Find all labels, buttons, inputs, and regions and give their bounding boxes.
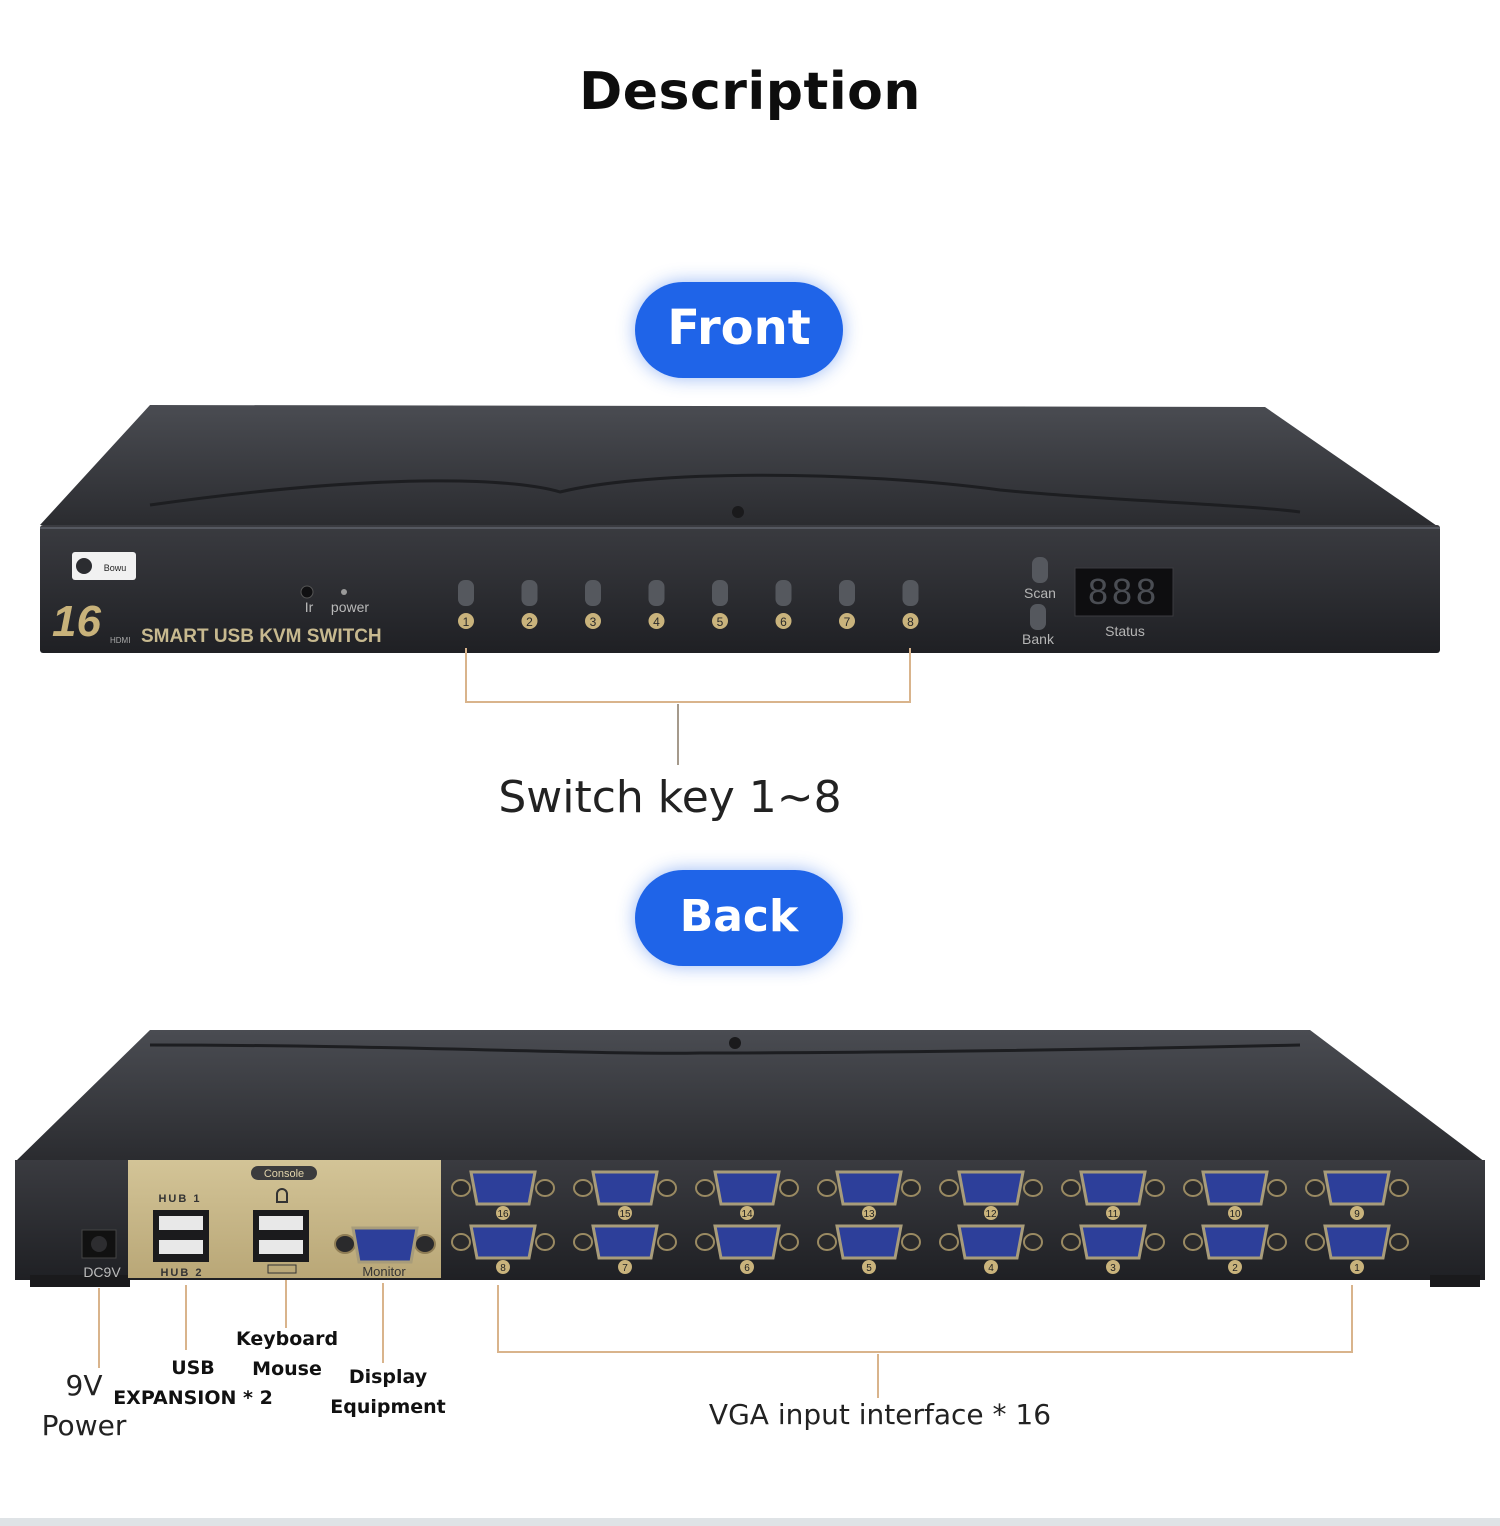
back-section-badge: Back — [635, 870, 843, 966]
status-label: Status — [1105, 623, 1145, 639]
vga-port-label: 5 — [866, 1263, 872, 1274]
ir-label: Ir — [305, 599, 314, 615]
vga-port-10[interactable]: 10 — [1183, 1170, 1287, 1220]
vga-port-label: 10 — [1229, 1209, 1241, 1220]
vga-port-label: 2 — [1232, 1263, 1238, 1274]
power-led-icon — [341, 589, 347, 595]
vga-port-label: 14 — [741, 1209, 753, 1220]
vga-port-label: 1 — [1354, 1263, 1360, 1274]
switch-key-label: 8 — [907, 615, 914, 629]
keyboard-mouse-callout: Keyboard Mouse — [228, 1324, 346, 1384]
vga-port-label: 9 — [1354, 1209, 1360, 1220]
vga-port-1[interactable]: 1 — [1305, 1224, 1409, 1274]
monitor-label: Monitor — [362, 1264, 406, 1279]
power-label: power — [331, 599, 369, 615]
vga-port-label: 15 — [619, 1209, 631, 1220]
switch-key-label: 6 — [780, 615, 787, 629]
hub2-label: HUB 2 — [160, 1267, 203, 1279]
switch-key-6[interactable]: 6 — [775, 580, 792, 629]
brand-logo-text: Bowu — [104, 563, 127, 573]
model-name: SMART USB KVM SWITCH — [141, 626, 382, 647]
port-count-badge: 16 — [52, 597, 101, 646]
vga-port-11[interactable]: 11 — [1061, 1170, 1165, 1220]
switch-key-callout-bracket — [465, 648, 911, 703]
front-section-badge: Front — [635, 282, 843, 378]
switch-key-label: 5 — [717, 615, 724, 629]
switch-key-label: 3 — [590, 615, 597, 629]
vga-port-label: 11 — [1108, 1209, 1119, 1220]
ir-sensor-icon — [300, 585, 314, 599]
vga-port-4[interactable]: 4 — [939, 1224, 1043, 1274]
vga-ports-group: 16 15 14 13 12 11 10 9 8 7 6 5 4 3 2 1 — [451, 1170, 1409, 1274]
status-display — [1074, 567, 1174, 617]
brand-logo — [72, 552, 136, 580]
mouse-icon — [276, 1188, 288, 1203]
usb-callout-line1: USB — [171, 1357, 215, 1379]
vga-callout-bracket — [497, 1285, 1353, 1353]
switch-key-label: 4 — [653, 615, 660, 629]
display-callout-line2: Equipment — [330, 1396, 446, 1418]
vga-port-label: 4 — [988, 1263, 994, 1274]
vga-port-6[interactable]: 6 — [695, 1224, 799, 1274]
vga-port-label: 13 — [863, 1209, 875, 1220]
monitor-vga-port[interactable] — [334, 1226, 436, 1264]
dc-label: DC9V — [83, 1264, 121, 1280]
switch-key-label: 7 — [844, 615, 851, 629]
vga-callout: VGA input interface * 16 — [708, 1398, 1052, 1431]
km-callout-line1: Keyboard — [235, 1328, 339, 1350]
front-screw-icon — [732, 506, 744, 518]
switch-key-3[interactable]: 3 — [585, 580, 601, 629]
hub1-label: HUB 1 — [158, 1193, 201, 1205]
switch-key-callout: Switch key 1~8 — [498, 772, 842, 823]
vga-port-12[interactable]: 12 — [939, 1170, 1043, 1220]
vga-port-label: 8 — [500, 1263, 506, 1274]
hdmi-mark: HDMI — [110, 636, 130, 645]
keyboard-icon — [267, 1264, 297, 1274]
vga-port-label: 16 — [497, 1209, 509, 1220]
switch-key-label: 1 — [463, 615, 470, 629]
vga-port-16[interactable]: 16 — [451, 1170, 555, 1220]
page-title: Description — [579, 62, 921, 122]
bottom-divider — [0, 1518, 1500, 1526]
display-callout-line1: Display — [348, 1366, 428, 1388]
vga-port-9[interactable]: 9 — [1305, 1170, 1409, 1220]
vga-port-13[interactable]: 13 — [817, 1170, 921, 1220]
scan-label: Scan — [1024, 585, 1056, 601]
scan-button[interactable] — [1032, 557, 1048, 583]
switch-key-2[interactable]: 2 — [521, 580, 538, 629]
console-label: Console — [264, 1168, 304, 1180]
usb-callout-line2: EXPANSION * 2 — [113, 1387, 273, 1409]
bank-button[interactable] — [1030, 604, 1046, 630]
vga-port-label: 3 — [1110, 1263, 1116, 1274]
display-callout: Display Equipment — [326, 1362, 450, 1422]
vga-port-14[interactable]: 14 — [695, 1170, 799, 1220]
switch-key-4[interactable]: 4 — [648, 580, 665, 629]
back-screw-icon — [729, 1037, 741, 1049]
power-callout-line1: 9V — [65, 1369, 103, 1402]
power-callout-line2: Power — [41, 1409, 127, 1442]
front-panel — [40, 525, 1440, 653]
switch-keys-group: 1 2 3 4 5 6 7 8 — [458, 580, 919, 629]
switch-key-1[interactable]: 1 — [458, 580, 474, 629]
vga-port-label: 12 — [985, 1209, 997, 1220]
switch-key-label: 2 — [526, 615, 533, 629]
switch-key-8[interactable]: 8 — [902, 580, 919, 629]
back-top-lid — [15, 1030, 1485, 1162]
usb-callout: USB EXPANSION * 2 — [108, 1353, 278, 1413]
vga-port-5[interactable]: 5 — [817, 1224, 921, 1274]
vga-port-label: 7 — [622, 1263, 628, 1274]
vga-port-2[interactable]: 2 — [1183, 1224, 1287, 1274]
vga-port-8[interactable]: 8 — [451, 1224, 555, 1274]
status-display-digits: 888 — [1088, 571, 1160, 612]
vga-port-7[interactable]: 7 — [573, 1224, 677, 1274]
vga-port-15[interactable]: 15 — [573, 1170, 677, 1220]
bank-label: Bank — [1022, 631, 1055, 647]
switch-key-5[interactable]: 5 — [712, 580, 728, 629]
power-callout: 9V Power — [36, 1366, 132, 1446]
km-callout-line2: Mouse — [252, 1358, 322, 1380]
vga-port-label: 6 — [744, 1263, 750, 1274]
switch-key-7[interactable]: 7 — [839, 580, 855, 629]
vga-port-3[interactable]: 3 — [1061, 1224, 1165, 1274]
